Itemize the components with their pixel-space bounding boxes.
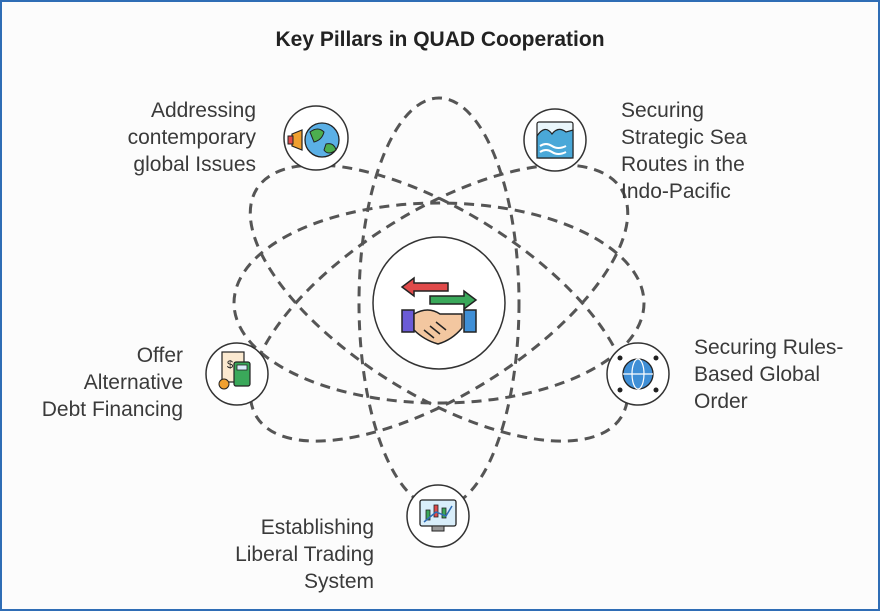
svg-text:$: $	[227, 359, 233, 371]
node-rules-order	[606, 342, 670, 406]
orbit-tilted-left	[248, 163, 630, 443]
label-global-issues: Addressing contemporary global Issues	[127, 99, 256, 176]
node-trading	[406, 484, 470, 548]
node-sea-routes	[523, 108, 587, 172]
network-globe-icon	[617, 355, 659, 393]
node-debt: $	[205, 342, 269, 406]
diagram-title: Key Pillars in QUAD Cooperation	[275, 28, 605, 51]
ocean-waves-icon	[536, 121, 574, 159]
calculator-finance-icon: $	[218, 351, 251, 390]
label-trading: Establishing Liberal Trading System	[235, 516, 374, 593]
handshake-exchange-icon	[400, 276, 478, 345]
orbits	[232, 96, 646, 510]
globe-megaphone-icon	[287, 122, 340, 158]
orbit-tilted-right	[248, 163, 630, 443]
orbit-horizontal	[232, 201, 646, 405]
label-sea-routes: Securing Strategic Sea Routes in the Ind…	[621, 99, 748, 203]
label-debt: Offer Alternative Debt Financing	[41, 344, 183, 421]
node-global-issues	[283, 105, 349, 171]
stock-chart-monitor-icon	[419, 499, 457, 532]
label-rules-order: Securing Rules- Based Global Order	[694, 336, 844, 413]
orbit-vertical	[357, 96, 521, 510]
center-node	[372, 236, 506, 370]
